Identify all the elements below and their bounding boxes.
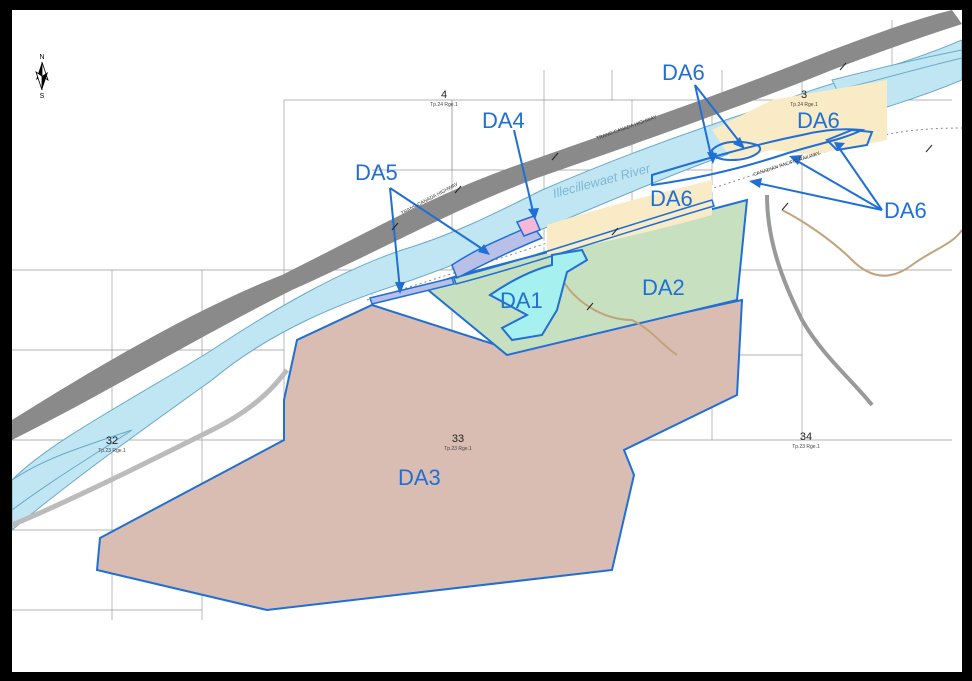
da6-right-outline — [825, 128, 874, 152]
da3-area — [95, 298, 744, 612]
river-upper-channel — [831, 49, 962, 91]
river-left-channel — [12, 429, 133, 511]
trail-center — [559, 274, 678, 356]
da6-center-label: DA6 — [650, 186, 693, 211]
da6-upper-right-area — [712, 80, 887, 160]
da6-top-label: DA6 — [662, 60, 705, 85]
da1-label: DA1 — [500, 288, 543, 313]
north-label: N — [39, 54, 44, 61]
da5-strip — [369, 277, 455, 305]
section-3-sub: Tp.24 Rge.1 — [790, 102, 818, 108]
section-3-label: 3 — [801, 89, 807, 101]
section-34-sub: Tp.23 Rge.1 — [792, 444, 820, 450]
da4-area — [515, 215, 541, 237]
map-svg: N S 4 Tp.24 Rge.1 3 Tp.24 Rge.1 32 Tp.23… — [12, 10, 962, 620]
section-34-label: 34 — [800, 431, 812, 443]
section-4-sub: Tp.24 Rge.1 — [430, 102, 458, 108]
highway-upper — [12, 10, 962, 440]
side-road — [765, 194, 874, 407]
railway-label: CANADIAN PACIFIC RAILWAY — [753, 150, 822, 177]
section-33-sub: Tp.23 Rge.1 — [444, 446, 472, 452]
da4-label: DA4 — [482, 108, 525, 133]
section-32-sub: Tp.23 Rge.1 — [98, 448, 126, 454]
section-4-label: 4 — [441, 89, 447, 101]
da6-right-label: DA6 — [884, 198, 927, 223]
section-32-label: 32 — [106, 435, 118, 447]
da6-upper-right-label: DA6 — [797, 108, 840, 133]
pointer-arrows — [389, 84, 883, 291]
crossing-ticks — [391, 62, 933, 311]
south-label: S — [40, 93, 45, 100]
arrow-heads — [395, 137, 845, 294]
map-canvas: N S 4 Tp.24 Rge.1 3 Tp.24 Rge.1 32 Tp.23… — [12, 10, 962, 672]
trail-right — [781, 209, 962, 277]
section-33-label: 33 — [452, 433, 464, 445]
da3-label: DA3 — [398, 465, 441, 490]
da5-right-strip — [453, 199, 715, 285]
da1-area — [488, 248, 589, 342]
da6-loop-outline — [710, 140, 762, 162]
da2-label: DA2 — [642, 275, 685, 300]
lower-road — [12, 368, 289, 528]
da5-label: DA5 — [355, 160, 398, 185]
da6-center-area — [547, 180, 712, 255]
north-arrow-icon: N S — [35, 54, 49, 100]
